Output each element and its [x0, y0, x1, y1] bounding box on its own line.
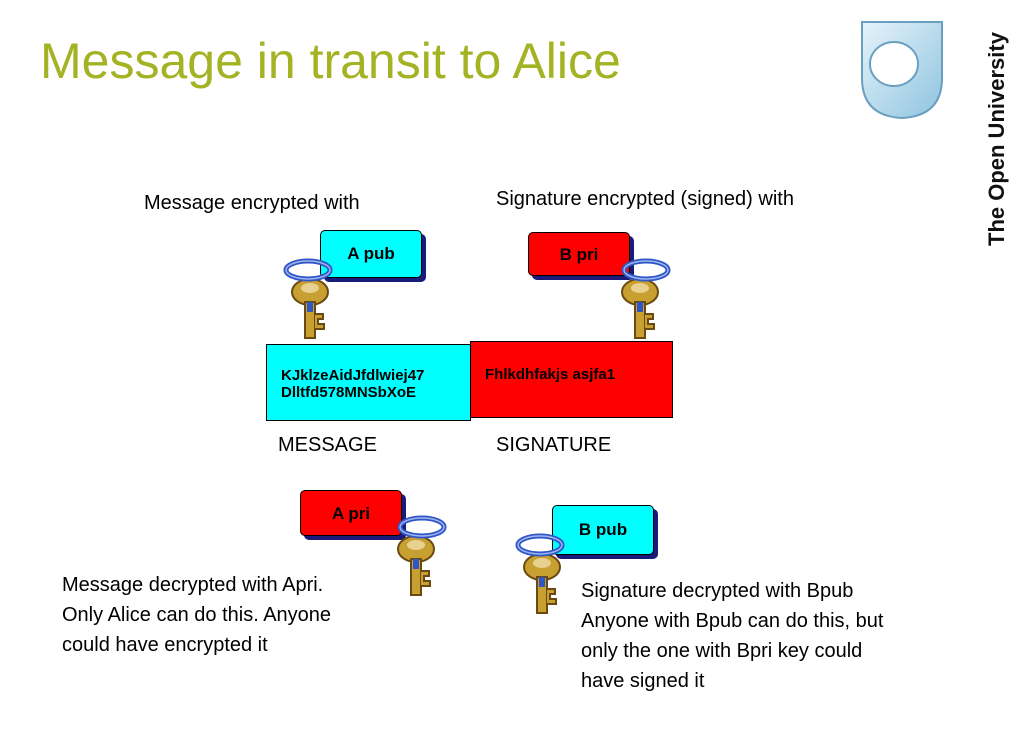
ciphertext-line: Dlltfd578MNSbXoE: [281, 384, 417, 401]
key-label-b-pri: B pri: [528, 232, 630, 276]
note-line: Only Alice can do this. Anyone: [62, 604, 332, 626]
caption-signature: SIGNATURE: [496, 434, 612, 456]
key-label-text: B pri: [559, 245, 599, 264]
key-label-a-pub: A pub: [320, 230, 422, 278]
note-line: Message decrypted with Apri.: [62, 574, 324, 596]
open-university-logo: [860, 20, 944, 125]
signature-text: Fhlkdhfakjs asjfa1: [485, 366, 616, 383]
caption-signature-encrypted: Signature encrypted (signed) with: [496, 188, 794, 210]
key-label-text: A pub: [347, 244, 395, 263]
key-label-a-pri: A pri: [300, 490, 402, 536]
key-label-text: A pri: [331, 504, 371, 523]
caption-message: MESSAGE: [278, 434, 377, 456]
open-university-wordmark: The Open University: [984, 32, 1009, 246]
key-label-text: B pub: [578, 520, 628, 539]
bob-verification-note: Signature decrypted with Bpub Anyone wit…: [581, 576, 981, 696]
slide-title: Message in transit to Alice: [40, 33, 621, 89]
key-icon: [612, 258, 672, 340]
caption-message-encrypted: Message encrypted with: [144, 192, 360, 214]
alice-decryption-note: Message decrypted with Apri. Only Alice …: [62, 570, 422, 660]
key-icon: [514, 533, 574, 615]
signature-ciphertext-box: Fhlkdhfakjs asjfa1: [470, 341, 673, 418]
note-line: have signed it: [581, 670, 705, 692]
note-line: only the one with Bpri key could: [581, 640, 863, 662]
message-ciphertext-box: KJklzeAidJfdlwiej47 Dlltfd578MNSbXoE: [266, 344, 471, 421]
note-line: Anyone with Bpub can do this, but: [581, 610, 884, 632]
note-line: Signature decrypted with Bpub: [581, 580, 854, 602]
key-icon: [388, 515, 448, 597]
note-line: could have encrypted it: [62, 634, 268, 656]
ciphertext-line: KJklzeAidJfdlwiej47: [281, 367, 425, 384]
key-icon: [282, 258, 342, 340]
key-label-b-pub: B pub: [552, 505, 654, 555]
